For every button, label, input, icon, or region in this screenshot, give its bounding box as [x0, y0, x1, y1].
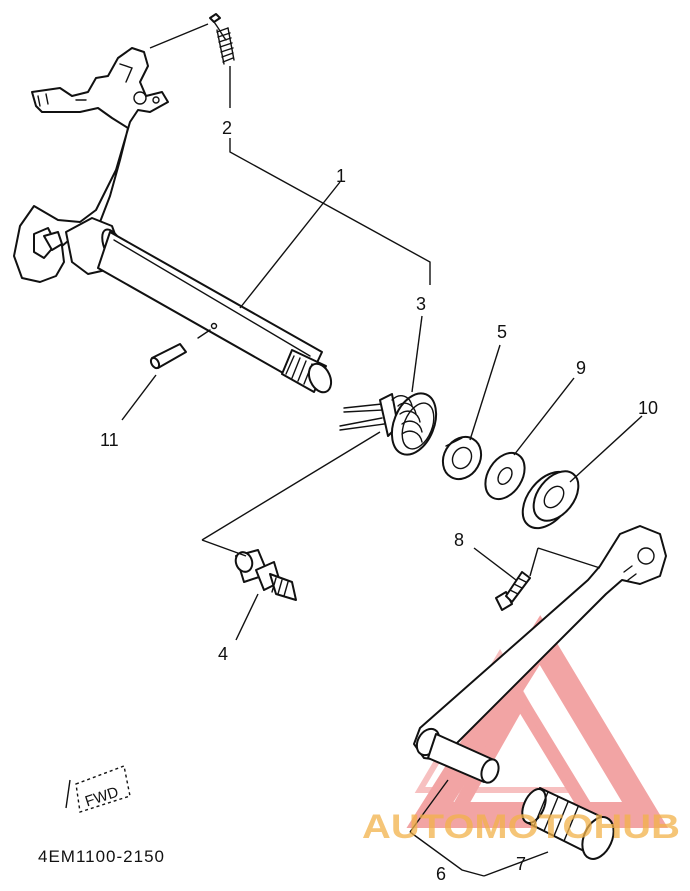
- part-4-stud-bolt: [234, 549, 297, 601]
- label-part-1: 1: [336, 166, 346, 186]
- part-7-pedal-rubber: [521, 787, 615, 860]
- part-5-bush: [441, 435, 483, 481]
- label-part-4: 4: [218, 644, 228, 664]
- part-3-torsion-spring: [339, 392, 438, 456]
- part-8-bolt: [495, 571, 531, 611]
- label-part-8: 8: [454, 530, 464, 550]
- label-part-10: 10: [638, 398, 658, 418]
- label-part-9: 9: [576, 358, 586, 378]
- part-6-shift-pedal: [413, 525, 667, 784]
- label-part-3: 3: [416, 294, 426, 314]
- fwd-direction-marker: FWD: [65, 765, 131, 813]
- diagram-code: 4EM1100-2150: [38, 847, 165, 866]
- label-part-6: 6: [436, 864, 446, 884]
- label-part-7: 7: [516, 854, 526, 874]
- watermark-text: AUTOMOTOHUB: [362, 808, 680, 846]
- part-9-washer: [484, 451, 526, 501]
- part-1-shift-shaft: [13, 47, 333, 394]
- label-part-11: 11: [100, 430, 119, 450]
- label-part-5: 5: [497, 322, 507, 342]
- part-10-oil-seal: [521, 470, 580, 530]
- label-part-2: 2: [222, 118, 232, 138]
- part-11-dowel-pin: [149, 329, 211, 370]
- part-2-spring: [209, 13, 235, 65]
